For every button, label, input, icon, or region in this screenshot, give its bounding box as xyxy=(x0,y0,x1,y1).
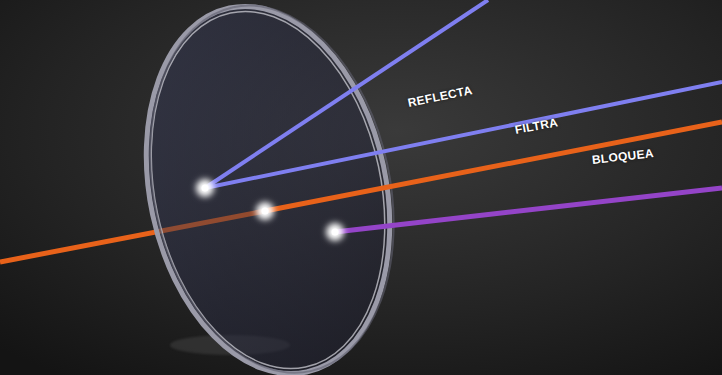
glow-point xyxy=(262,208,269,215)
reflected-ray xyxy=(205,0,488,188)
glow-point xyxy=(256,202,274,220)
glow-point xyxy=(202,185,209,192)
purple-ray xyxy=(335,188,722,232)
glow-point xyxy=(196,179,214,197)
glow-point xyxy=(332,229,339,236)
glow-point xyxy=(326,223,344,241)
